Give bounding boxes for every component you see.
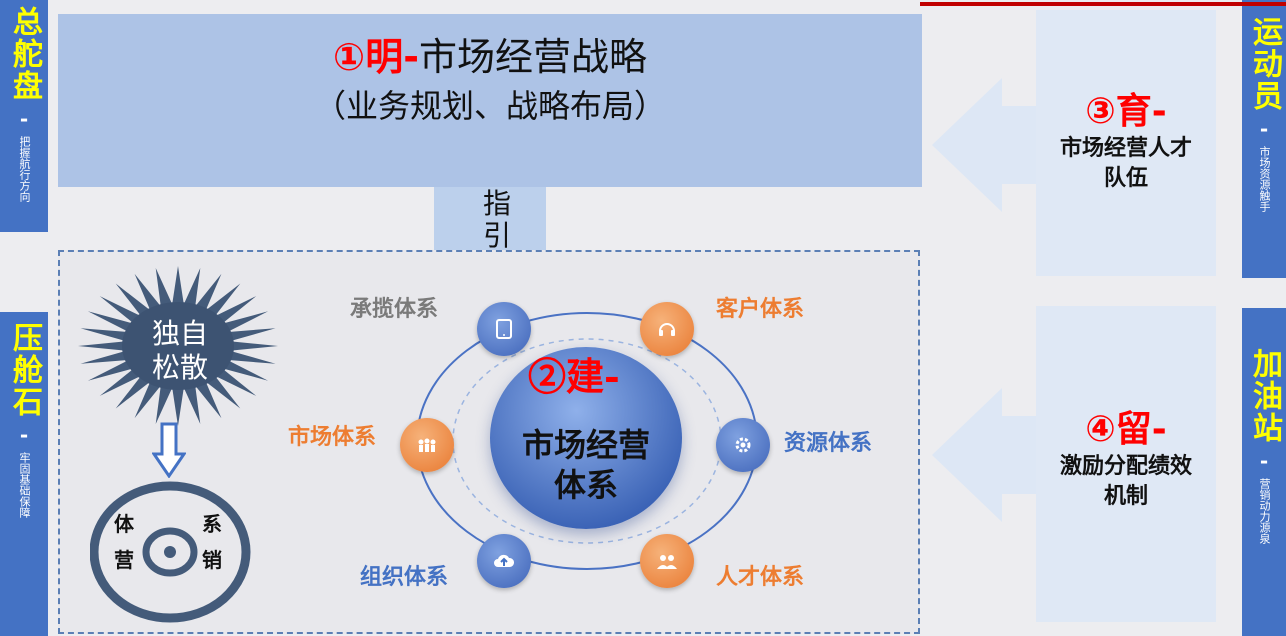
spiky-star-shape <box>78 266 278 426</box>
node-organization <box>477 534 531 588</box>
panel-retain-line2: 机制 <box>1103 484 1148 509</box>
panel-retain-line1: 激励分配绩效 <box>1059 454 1192 479</box>
center-title-line1: 市场经营 <box>521 426 650 464</box>
node-talent <box>640 534 694 588</box>
right-tab-athlete-dash: - <box>1259 117 1269 141</box>
center-accent: ②建- <box>528 354 620 399</box>
group-icon <box>418 438 436 452</box>
left-tab-ballast: 压舱石 - 牢固基础保障 <box>0 312 48 636</box>
left-tab-steering-title: 总舵盘 <box>7 6 42 102</box>
spiky-star-core <box>122 302 234 390</box>
panel-cultivate-line2: 队伍 <box>1103 166 1148 191</box>
top-accent-line <box>920 2 1242 6</box>
strategy-banner: ①明-市场经营战略 （业务规划、战略布局） <box>58 14 922 187</box>
left-tab-ballast-dash: - <box>19 423 29 447</box>
down-arrow-icon <box>152 422 186 478</box>
panel-retain: ④留- 激励分配绩效 机制 <box>1036 306 1216 622</box>
label-resource: 资源体系 <box>784 430 873 456</box>
top-accent-line-right <box>1242 2 1286 6</box>
star-line1: 独自 <box>151 317 208 350</box>
banner-accent: ①明- <box>333 35 419 79</box>
banner-title-text: 市场经营战略 <box>418 35 647 79</box>
label-talent: 人才体系 <box>716 564 805 590</box>
star-line2: 松散 <box>151 351 208 384</box>
banner-subtitle: （业务规划、战略布局） <box>313 87 666 125</box>
right-tab-athlete-title: 运动员 <box>1247 16 1282 112</box>
left-tab-steering-desc: 把握航行方向 <box>18 136 31 202</box>
right-tab-fuel: 加油站 - 营销动力源泉 <box>1242 308 1286 636</box>
label-organization: 组织体系 <box>360 564 449 590</box>
right-tab-athlete-desc: 市场资源触手 <box>1258 146 1271 212</box>
right-tab-athlete: 运动员 - 市场资源触手 <box>1242 0 1286 278</box>
center-title-line2: 体系 <box>553 466 618 504</box>
center-circle <box>490 347 682 529</box>
left-tab-steering-dash: - <box>19 107 29 131</box>
left-tab-steering: 总舵盘 - 把握航行方向 <box>0 0 48 232</box>
node-resource <box>716 418 770 472</box>
node-contract <box>477 302 531 356</box>
gear-icon <box>735 437 751 453</box>
label-customer: 客户体系 <box>716 296 805 322</box>
left-arrow-retain <box>932 388 1042 522</box>
guide-line1: 指 <box>482 187 511 220</box>
target-char-bl: 营 <box>114 548 134 572</box>
cloud-upload-icon <box>494 554 515 567</box>
panel-retain-accent: ④留- <box>1085 409 1167 450</box>
panel-cultivate: ③育- 市场经营人才 队伍 <box>1036 10 1216 276</box>
label-market: 市场体系 <box>288 424 377 450</box>
star-label: 独自 松散 <box>140 317 220 385</box>
left-tab-ballast-title: 压舱石 <box>7 322 42 418</box>
panel-cultivate-accent: ③育- <box>1085 91 1167 132</box>
label-contract: 承揽体系 <box>350 296 439 322</box>
node-customer <box>640 302 694 356</box>
guide-line2: 引 <box>482 219 511 252</box>
left-tab-ballast-desc: 牢固基础保障 <box>18 452 31 518</box>
target-rings <box>90 481 251 623</box>
panel-cultivate-line1: 市场经营人才 <box>1059 136 1192 161</box>
left-arrow-cultivate <box>932 78 1042 212</box>
target-char-tr: 系 <box>202 512 222 536</box>
right-tab-fuel-desc: 营销动力源泉 <box>1258 478 1271 544</box>
node-market <box>400 418 454 472</box>
banner-title: ①明-市场经营战略 <box>58 34 922 80</box>
target-char-tl: 体 <box>114 512 134 536</box>
target-char-br: 销 <box>202 548 222 572</box>
headset-icon <box>659 323 675 336</box>
right-tab-fuel-dash: - <box>1259 449 1269 473</box>
tablet-icon <box>496 319 512 339</box>
guide-label: 指 引 <box>474 188 520 252</box>
people-icon <box>657 555 677 569</box>
right-tab-fuel-title: 加油站 <box>1247 348 1282 444</box>
guide-connector <box>434 187 546 251</box>
